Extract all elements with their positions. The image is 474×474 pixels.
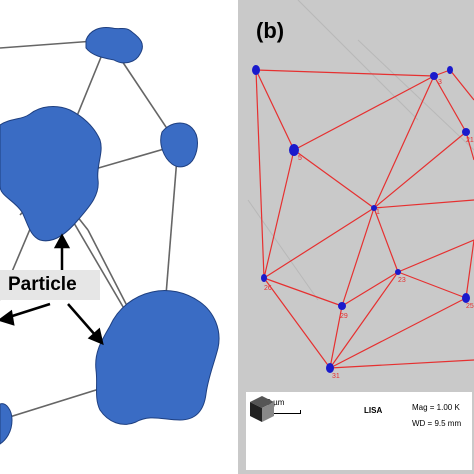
edge (263, 207, 375, 279)
particle-callout: Particle (0, 270, 100, 300)
point (395, 269, 401, 275)
panel-a-schematic: Particle (0, 0, 234, 474)
point-label: 1 (376, 209, 380, 216)
edge (255, 69, 265, 279)
point (462, 293, 470, 303)
point (338, 302, 346, 310)
particle-bottom-right (95, 289, 220, 425)
edge (329, 305, 343, 369)
edge (373, 131, 467, 209)
working-distance: WD = 9.5 mm (412, 419, 462, 428)
point (430, 72, 438, 80)
particle-center-left (0, 106, 102, 242)
point-labels: 5 1 3 26 23 29 31 25 21 (264, 79, 474, 380)
point (289, 144, 299, 156)
edge (329, 359, 474, 369)
edge (263, 277, 343, 307)
edge (373, 199, 474, 209)
point (326, 363, 334, 373)
edge (449, 69, 474, 101)
point (447, 66, 453, 74)
particle-bottom-left (0, 403, 13, 445)
arrow-up-head (53, 233, 71, 249)
edge (433, 75, 467, 133)
arrows (0, 233, 104, 346)
edge (397, 239, 474, 273)
sem-info-bar: 10 µm LISA Mag = 1.00 K WD = 9.5 mm (246, 392, 472, 470)
edge (373, 207, 399, 273)
edge (397, 271, 467, 299)
point-label: 31 (332, 373, 340, 380)
point-label: 29 (340, 313, 348, 320)
texture-line (357, 39, 474, 151)
edge (263, 277, 331, 369)
point (462, 128, 470, 136)
particle-top (85, 27, 143, 64)
triangulation-lines (255, 69, 474, 369)
particles (0, 27, 220, 445)
edge (293, 149, 375, 209)
lisa-logo-icon (250, 396, 274, 422)
edge (465, 239, 474, 299)
point (261, 274, 267, 282)
particle-points (252, 65, 470, 373)
edge (329, 271, 399, 369)
texture-line (247, 199, 319, 301)
point-label: 3 (438, 79, 442, 86)
edge (263, 149, 295, 279)
arrow-left (5, 302, 51, 320)
edge (255, 69, 295, 151)
particle-right (160, 122, 198, 168)
texture-line (297, 0, 419, 121)
point (371, 205, 377, 211)
edge (465, 131, 474, 161)
arrow-left-head (0, 309, 15, 326)
arrow-right (67, 303, 97, 337)
point-label: 5 (298, 155, 302, 162)
edge (255, 69, 435, 77)
point (252, 65, 260, 75)
point-label: 26 (264, 285, 272, 292)
magnification: Mag = 1.00 K (412, 403, 460, 412)
panel-a-canvas (0, 27, 220, 445)
panel-b-canvas: 5 1 3 26 23 29 31 25 21 (247, 0, 474, 380)
edge (341, 207, 375, 307)
point-label: 21 (466, 137, 474, 144)
panel-b-micrograph: 5 1 3 26 23 29 31 25 21 (b) 10 µm LISA M… (238, 0, 474, 474)
panel-label: (b) (256, 18, 285, 43)
edge (329, 297, 467, 369)
edge (341, 271, 399, 307)
point-label: 23 (398, 277, 406, 284)
point-label: 25 (466, 303, 474, 310)
edge (373, 75, 435, 209)
background-texture (247, 0, 474, 301)
logo-text: LISA (364, 406, 383, 415)
edge (293, 75, 435, 151)
callout-label: Particle (8, 274, 77, 295)
arrow-right-head (87, 327, 104, 346)
